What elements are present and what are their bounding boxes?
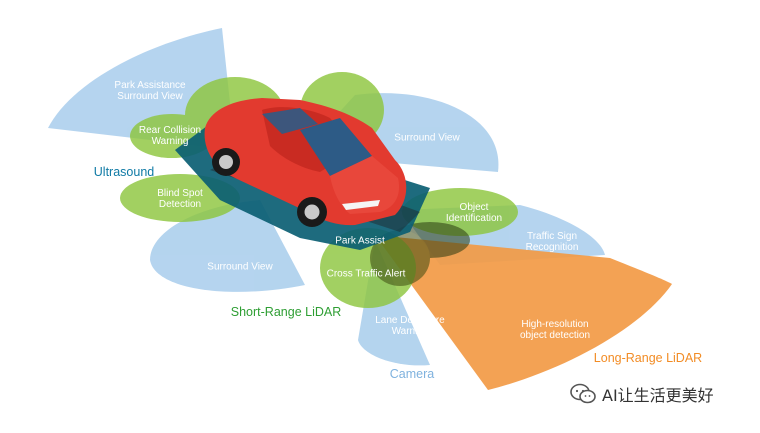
watermark-text: AI让生活更美好 (602, 386, 714, 405)
label-high-resolution-object-detection: High-resolution object detection (519, 319, 591, 341)
legend-short-range-lidar: Short-Range LiDAR (230, 305, 342, 319)
car-headlight (342, 200, 380, 210)
car-hood (330, 156, 400, 214)
label-surround-view-top: Surround View (394, 132, 460, 144)
camera-zone-surround-view-left (150, 200, 305, 292)
car-windshield (300, 118, 372, 176)
label-rear-collision-warning: Rear Collision Warning (138, 125, 202, 147)
legend-long-range-lidar: Long-Range LiDAR (593, 351, 703, 365)
label-park-assistance-surround-view: Park Assistance Surround View (114, 80, 186, 102)
label-surround-view-left: Surround View (207, 261, 273, 273)
car (204, 98, 420, 232)
dark-overlap-bottom (370, 230, 430, 286)
car-rear-window (262, 108, 318, 134)
legend-ultrasound: Ultrasound (93, 165, 155, 179)
long-range-lidar-zone (375, 235, 672, 390)
car-front-wheel-hub (304, 204, 320, 220)
label-park-assist: Park Assist (335, 235, 385, 247)
wechat-icon (570, 383, 596, 404)
label-object-identification: Object Identification (445, 202, 503, 224)
label-traffic-sign-recognition: Traffic Sign Recognition (525, 231, 579, 253)
legend-camera: Camera (389, 367, 435, 381)
label-lane-departure-warning: Lane Departure Warning (375, 315, 445, 337)
label-cross-traffic-alert: Cross Traffic Alert (326, 268, 406, 280)
car-rear-wheel-hub (219, 155, 233, 169)
label-blind-spot-detection: Blind Spot Detection (157, 188, 203, 210)
watermark: AI让生活更美好 (570, 381, 714, 407)
